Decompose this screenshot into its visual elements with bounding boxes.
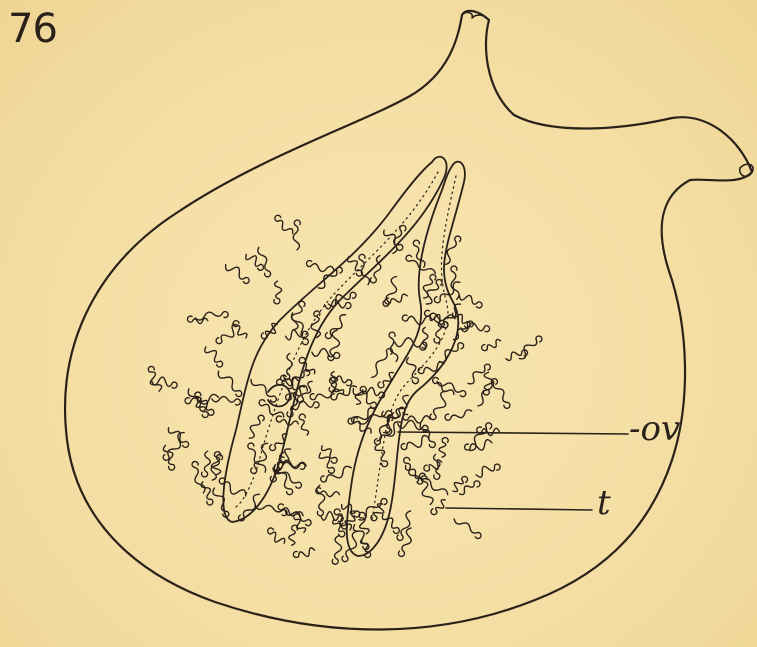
follicle-loop [439, 343, 463, 363]
tip-notch [462, 12, 489, 20]
follicle-loop [454, 519, 481, 538]
follicle-loop [212, 397, 241, 405]
follicle-loop [152, 377, 178, 388]
follicle-loop [249, 415, 264, 438]
follicle-loop [401, 436, 429, 450]
follicle-loop [246, 254, 264, 270]
follicle-loop [439, 438, 448, 458]
follicle-loop [483, 372, 493, 395]
follicle-loop [318, 267, 342, 288]
follicle-loop [202, 451, 211, 477]
follicle-loop [258, 247, 271, 276]
follicle-loop [218, 371, 241, 396]
follicle-loop [291, 313, 308, 345]
follicle-loop [321, 512, 343, 522]
follicle-loop [434, 315, 442, 343]
follicle-loop [355, 386, 366, 404]
follicle-loop [459, 295, 482, 307]
follicle-loop [329, 292, 356, 306]
ovary-tubes [223, 157, 465, 556]
leader-t [446, 508, 592, 510]
follicle-loop [268, 528, 285, 543]
follicle-loop [255, 505, 287, 515]
follicle-loop [297, 381, 312, 402]
follicle-loop [195, 312, 228, 320]
follicle-loop [321, 466, 352, 482]
follicle-loop [233, 321, 247, 338]
follicle-loop [434, 454, 440, 479]
follicle-loop [213, 488, 229, 517]
follicle-loop [226, 265, 250, 284]
follicle-loop [430, 391, 447, 420]
leader-ov [398, 432, 628, 434]
follicle-loop [205, 347, 223, 367]
follicle-loop [332, 536, 341, 564]
follicle-loop [482, 339, 501, 350]
follicle-loop [478, 379, 497, 406]
follicle-loop [317, 485, 325, 516]
follicle-loop [312, 349, 340, 359]
follicle-loop [216, 324, 238, 343]
label-ov: -ov [629, 412, 680, 446]
follicle-loop [299, 414, 308, 435]
follicle-loop [275, 215, 293, 233]
follicle-loop [342, 504, 360, 517]
follicle-loop [293, 548, 314, 558]
follicle-loop [163, 433, 184, 461]
follicle-loop [276, 416, 298, 425]
follicle-loop [465, 440, 492, 450]
follicle-loop [325, 315, 345, 339]
follicle-loop [445, 410, 472, 420]
follicle-loop [493, 382, 510, 408]
follicle-loop [307, 261, 335, 272]
follicle-loop [468, 364, 490, 384]
follicle-loop [423, 274, 436, 298]
follicle-loop [476, 464, 500, 477]
follicle-loop [519, 336, 542, 359]
follicle-loop [274, 281, 282, 304]
label-t: t [597, 486, 611, 520]
follicle-loop [389, 332, 398, 361]
testis-follicles [148, 215, 542, 564]
follicle-loop [316, 488, 340, 497]
follicle-loop [375, 445, 388, 467]
follicle-loop [453, 476, 468, 491]
follicle-loop [407, 358, 419, 384]
follicle-loop [251, 380, 276, 403]
follicle-loop [293, 220, 300, 250]
ovary-branch-right [347, 162, 465, 556]
follicle-loop [211, 454, 222, 480]
follicle-loop [393, 225, 406, 253]
follicle-loop [403, 414, 430, 423]
